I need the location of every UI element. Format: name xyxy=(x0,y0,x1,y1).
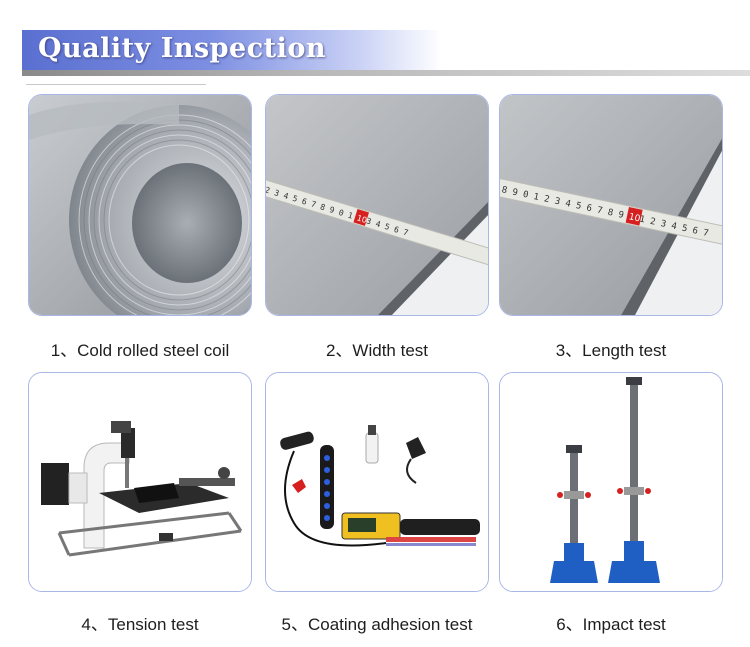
steel-sheet-tape-measure-icon: 8 9 0 1 2 3 4 5 6 7 8 9 0 1 2 3 4 5 6 7 … xyxy=(500,95,722,315)
caption-length-test: 3、Length test xyxy=(555,341,667,360)
steel-coil-card xyxy=(28,94,252,316)
tension-test-card xyxy=(28,372,252,592)
header-gradient-band xyxy=(22,30,442,70)
caption-tension-test: 4、Tension test xyxy=(81,615,199,634)
impact-tester-right xyxy=(608,377,660,583)
adhesion-test-kit-icon xyxy=(266,373,488,591)
length-test-card: 8 9 0 1 2 3 4 5 6 7 8 9 0 1 2 3 4 5 6 7 … xyxy=(499,94,723,316)
caption-impact-test: 6、Impact test xyxy=(556,615,666,634)
coating-adhesion-test-card xyxy=(265,372,489,592)
caption-width-test: 2、Width test xyxy=(325,341,429,360)
tension-tester-icon xyxy=(29,373,251,591)
header-divider xyxy=(26,84,206,85)
caption-steel-coil: 1、Cold rolled steel coil xyxy=(50,341,230,360)
svg-text:10: 10 xyxy=(356,213,368,225)
caption-coating-adhesion-test: 5、Coating adhesion test xyxy=(281,615,473,634)
svg-text:10: 10 xyxy=(628,212,642,224)
width-test-card: 2 3 4 5 6 7 8 9 0 1 2 3 4 5 6 7 10 xyxy=(265,94,489,316)
page-title: Quality Inspection xyxy=(38,33,327,64)
header-rule xyxy=(22,70,750,76)
steel-sheet-tape-measure-icon: 2 3 4 5 6 7 8 9 0 1 2 3 4 5 6 7 10 xyxy=(266,95,488,315)
impact-tester-icon xyxy=(500,373,722,591)
impact-test-card xyxy=(499,372,723,592)
impact-tester-left xyxy=(550,445,598,583)
header-banner: Quality Inspection xyxy=(22,30,750,76)
steel-coil-icon xyxy=(29,95,251,315)
